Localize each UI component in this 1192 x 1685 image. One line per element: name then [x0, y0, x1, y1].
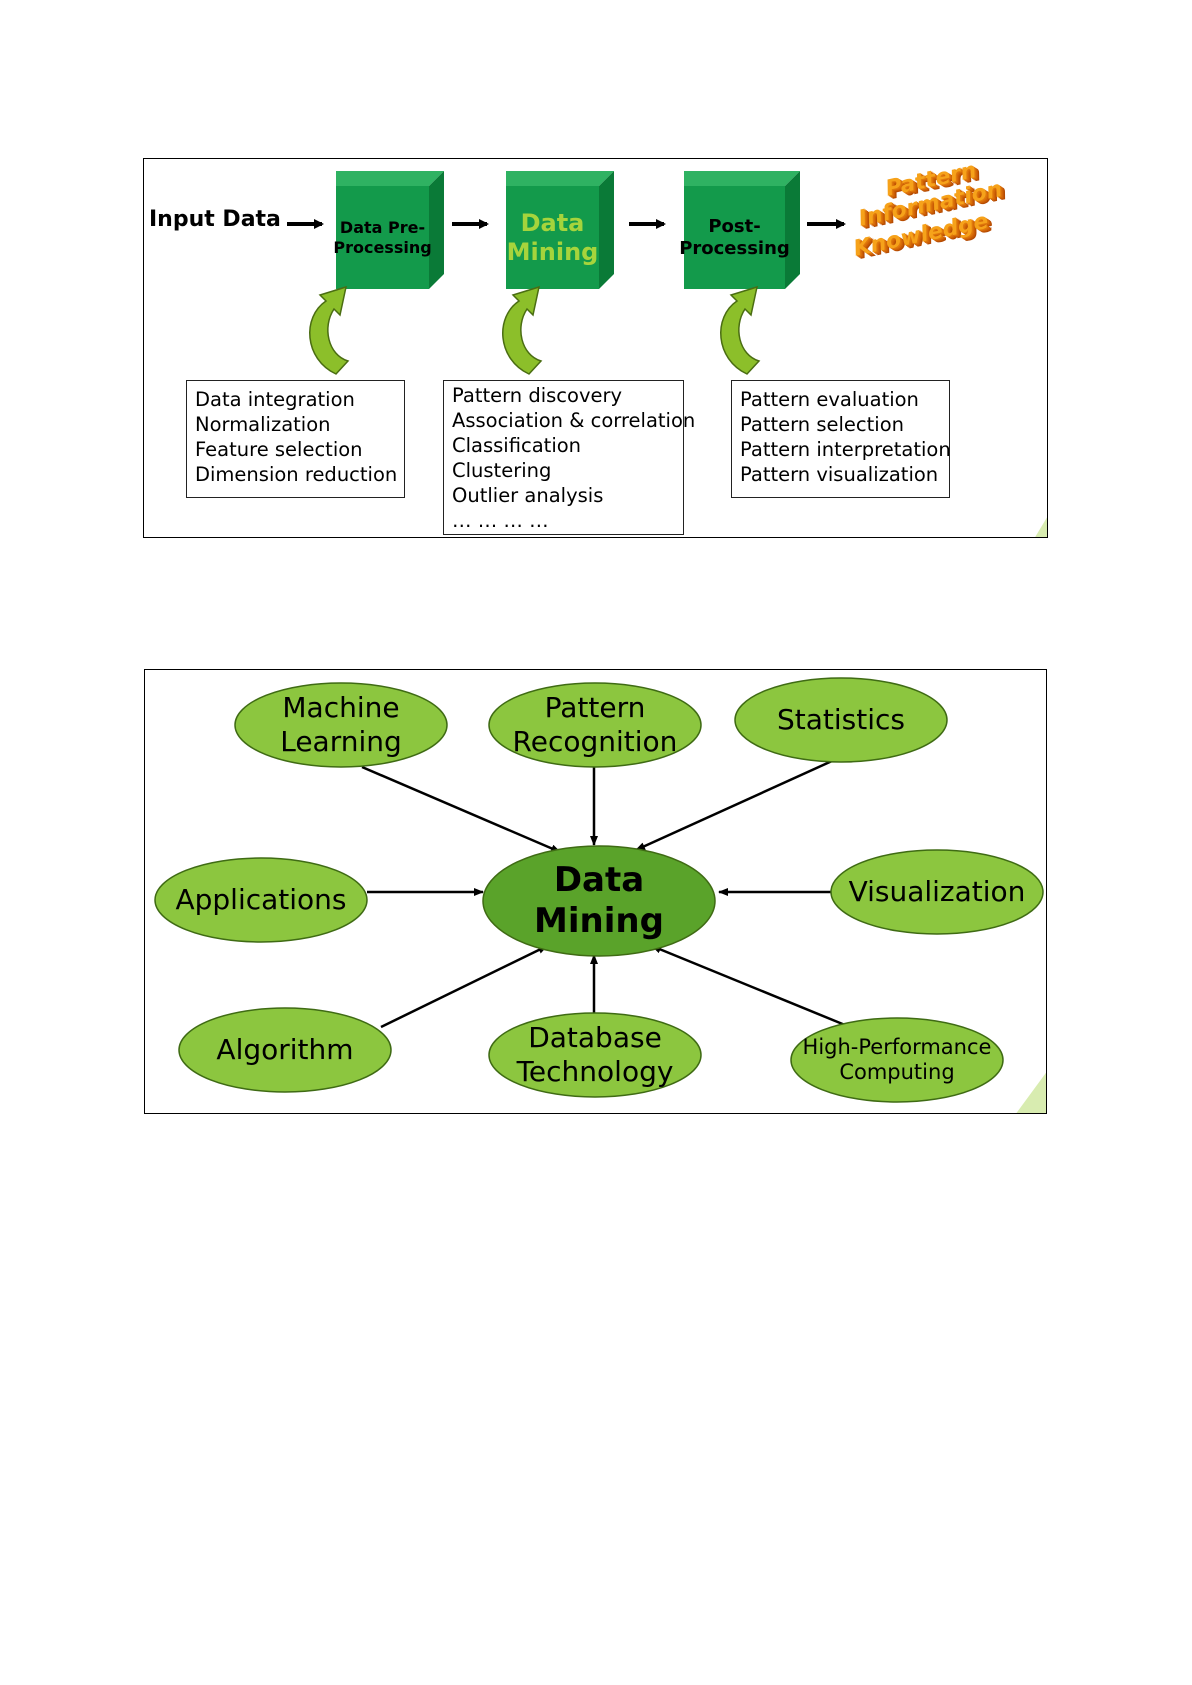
list-item: Normalization: [195, 413, 331, 436]
node-statistics: [734, 677, 948, 763]
preprocessing-cube: [336, 171, 444, 289]
label-algorithm: Algorithm: [216, 1033, 354, 1067]
list-item: Classification: [452, 434, 582, 457]
corner-decoration: [1035, 517, 1047, 537]
node-database-technology: [488, 1012, 702, 1098]
input-data-label: Input Data: [149, 207, 281, 232]
mining-cube: [506, 171, 614, 289]
node-high-performance-computing: [790, 1017, 1004, 1103]
node-algorithm: [178, 1007, 392, 1093]
concept-diagram-graphics: [154, 677, 1046, 1113]
label-database-technology: Database Technology: [516, 1021, 674, 1088]
stage-postprocessing-label: Post- Processing: [679, 215, 790, 259]
list-item: … … … …: [452, 509, 549, 532]
mining-task-list: Pattern discovery Association & correlat…: [443, 380, 696, 535]
list-item: Pattern interpretation: [740, 438, 951, 461]
list-item: Data integration: [195, 388, 355, 411]
label-applications: Applications: [175, 883, 347, 917]
list-item: Clustering: [452, 459, 552, 482]
label-pattern-recognition: Pattern Recognition: [512, 691, 678, 758]
label-visualization: Visualization: [848, 875, 1026, 909]
list-item: Dimension reduction: [195, 463, 398, 486]
curved-arrow-icon: [309, 285, 350, 375]
process-diagram: Input Data Data Pre- Processing Data Min…: [143, 158, 1048, 538]
edge-high-performance-computing: [651, 944, 846, 1027]
node-pattern-recognition: [488, 682, 702, 768]
edge-algorithm: [380, 944, 548, 1029]
label-statistics: Statistics: [777, 703, 905, 737]
curved-arrow-icon: [720, 285, 761, 375]
node-machine-learning: [234, 682, 448, 768]
preprocessing-task-list: Data integration Normalization Feature s…: [186, 380, 405, 498]
edge-machine-learning: [361, 765, 561, 854]
concept-diagram: Machine Learning Pattern Recognition Sta…: [144, 669, 1047, 1114]
process-diagram-graphics: [287, 171, 1047, 537]
label-high-performance-computing: High-Performance Computing: [802, 1034, 992, 1084]
node-applications: [154, 857, 368, 943]
postprocessing-cube: [684, 171, 800, 289]
list-item: Feature selection: [195, 438, 363, 461]
list-item: Pattern evaluation: [740, 388, 919, 411]
list-item: Pattern discovery: [452, 384, 623, 407]
curved-arrow-icon: [502, 285, 543, 375]
list-item: Outlier analysis: [452, 484, 604, 507]
edge-statistics: [635, 759, 833, 852]
label-machine-learning: Machine Learning: [280, 691, 402, 758]
stage-mining-label: Data Mining: [506, 208, 599, 266]
list-item: Association & correlation: [452, 409, 696, 432]
label-data-mining-center: Data Mining: [534, 860, 664, 941]
corner-decoration: [1016, 1072, 1046, 1113]
list-item: Pattern selection: [740, 413, 904, 436]
node-visualization: [830, 849, 1044, 935]
stage-preprocessing-label: Data Pre- Processing: [333, 218, 432, 257]
postprocessing-task-list: Pattern evaluation Pattern selection Pat…: [731, 380, 951, 498]
node-data-mining-center: [482, 845, 716, 957]
list-item: Pattern visualization: [740, 463, 939, 486]
